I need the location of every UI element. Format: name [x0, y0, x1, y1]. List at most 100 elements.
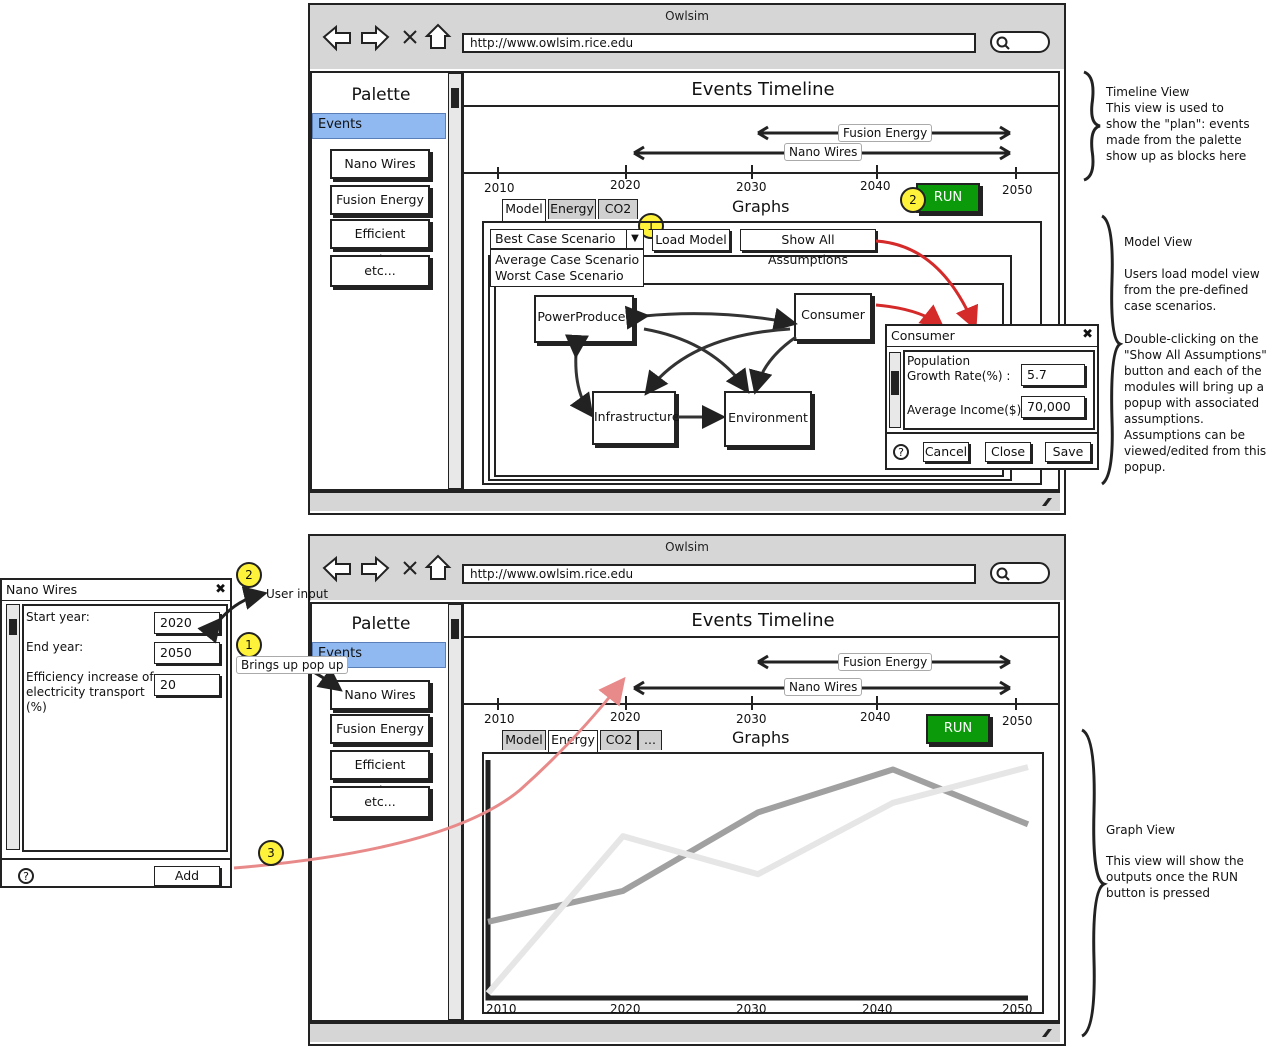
forward-icon[interactable] — [360, 555, 392, 584]
node-environment[interactable]: Environment — [724, 391, 812, 447]
cancel-button[interactable]: Cancel — [923, 442, 969, 462]
graphs-title: Graphs — [732, 197, 790, 216]
scenario-dropdown[interactable]: Best Case Scenario ▼ — [490, 229, 644, 249]
node-consumer[interactable]: Consumer — [794, 293, 872, 341]
popup-scrollbar[interactable] — [6, 604, 20, 850]
popup-fields-frame — [903, 350, 1095, 430]
note-graph-view-title: Graph View — [1106, 823, 1176, 837]
palette-item-etc[interactable]: etc... — [330, 255, 430, 287]
tab-co2[interactable]: CO2 — [598, 199, 638, 219]
forward-icon[interactable] — [360, 24, 392, 53]
resize-grip-icon[interactable] — [1040, 1027, 1054, 1039]
tab-model[interactable]: Model — [502, 199, 546, 221]
help-icon[interactable]: ? — [18, 868, 34, 884]
tab-more[interactable]: ... — [638, 730, 662, 750]
population-growth-input[interactable]: 5.7 — [1021, 364, 1085, 386]
scenario-option-average[interactable]: Average Case Scenario — [495, 252, 640, 267]
resize-grip-icon[interactable] — [1040, 496, 1054, 508]
palette-scrollbar[interactable] — [448, 604, 462, 1020]
scenario-options: Average Case Scenario Worst Case Scenari… — [490, 249, 644, 287]
efficiency-label: Efficiency increase of electricity trans… — [26, 670, 154, 714]
timeline-title: Events Timeline — [691, 610, 835, 631]
palette-pane: Palette Events Nano Wires Fusion Energy … — [310, 602, 462, 1022]
timeline-divider — [464, 636, 1058, 638]
scenario-option-worst[interactable]: Worst Case Scenario — [495, 268, 624, 283]
palette-item-nano-wires[interactable]: Nano Wires — [330, 680, 430, 710]
note-model-view-title: Model View — [1124, 235, 1193, 249]
run-button[interactable]: RUN — [926, 714, 990, 744]
tab-energy[interactable]: Energy — [548, 199, 596, 219]
palette-item-fusion-energy[interactable]: Fusion Energy — [330, 185, 430, 215]
popup-divider — [887, 432, 1097, 434]
palette-item-nano-wires[interactable]: Nano Wires — [330, 149, 430, 179]
add-button[interactable]: Add — [154, 866, 220, 886]
average-income-input[interactable]: 70,000 — [1021, 396, 1085, 418]
stop-icon[interactable] — [402, 29, 418, 45]
close-button[interactable]: Close — [985, 442, 1031, 462]
callout-badge: 2 — [900, 187, 926, 213]
callout-user-input: User input — [266, 587, 329, 601]
consumer-popup: Consumer ✖ Population Growth Rate(%) : 5… — [885, 324, 1099, 470]
chart-x-tick: 2030 — [736, 1002, 767, 1016]
load-model-button[interactable]: Load Model — [652, 229, 730, 251]
save-button[interactable]: Save — [1045, 442, 1091, 462]
scroll-thumb[interactable] — [9, 619, 17, 635]
popup-divider — [2, 858, 230, 860]
chart-x-tick: 2040 — [862, 1002, 893, 1016]
status-bar — [310, 491, 1060, 511]
timeline-divider — [464, 105, 1058, 107]
chart-series-line-1 — [487, 766, 1030, 925]
efficiency-input[interactable]: 20 — [154, 674, 220, 696]
back-icon[interactable] — [322, 555, 354, 584]
palette-pane: Palette Events Nano Wires Fusion Energy … — [310, 71, 462, 491]
back-icon[interactable] — [322, 24, 354, 53]
run-button[interactable]: RUN — [916, 183, 980, 213]
url-input[interactable]: http://www.owlsim.rice.edu — [462, 33, 976, 53]
titlebar: Owlsim http://www.owlsim.rice.edu — [310, 5, 1064, 69]
tick-label: 2030 — [736, 180, 767, 194]
chevron-down-icon[interactable]: ▼ — [626, 230, 643, 248]
end-year-input[interactable]: 2050 — [154, 642, 220, 664]
tick-label: 2050 — [1002, 183, 1033, 197]
stop-icon[interactable] — [402, 560, 418, 576]
home-icon[interactable] — [424, 554, 452, 582]
show-all-assumptions-button[interactable]: Show All Assumptions — [740, 229, 876, 267]
tick-label: 2010 — [484, 712, 515, 726]
note-model-view-p2: Double-clicking on the "Show All Assumpt… — [1124, 332, 1267, 474]
note-model-view-p1: Users load model view from the pre-defin… — [1124, 267, 1260, 313]
timeline-bar-label: Fusion Energy — [838, 124, 933, 142]
tick-label: 2020 — [610, 178, 641, 192]
palette-item-fusion-energy[interactable]: Fusion Energy — [330, 714, 430, 744]
palette-scrollbar[interactable] — [448, 73, 462, 489]
tick-label: 2030 — [736, 712, 767, 726]
home-icon[interactable] — [424, 23, 452, 51]
scenario-selected: Best Case Scenario — [495, 231, 616, 246]
help-icon[interactable]: ? — [893, 444, 909, 460]
search-field[interactable] — [990, 562, 1050, 584]
chart-series-line-2 — [485, 764, 1029, 996]
scroll-thumb[interactable] — [451, 619, 459, 639]
popup-fields-frame — [22, 604, 228, 852]
window-title: Owlsim — [665, 540, 709, 554]
popup-scrollbar[interactable] — [889, 352, 901, 428]
search-field[interactable] — [990, 31, 1050, 53]
palette-title: Palette — [351, 85, 411, 105]
chart-axes — [485, 760, 1028, 1001]
search-icon — [996, 567, 1010, 581]
scroll-thumb[interactable] — [891, 371, 899, 395]
timeline-bar-label: Nano Wires — [784, 678, 863, 696]
tab-model[interactable]: Model — [502, 730, 546, 750]
node-power-producer[interactable]: PowerProducer — [534, 295, 634, 343]
palette-category-events[interactable]: Events — [312, 113, 446, 139]
timeline-title: Events Timeline — [691, 79, 835, 100]
browser-window-bottom: Owlsim http://www.owlsim.rice.edu Palett… — [308, 534, 1066, 1046]
url-input[interactable]: http://www.owlsim.rice.edu — [462, 564, 976, 584]
graph-frame — [482, 752, 1044, 1014]
model-connectors — [564, 239, 978, 429]
node-infrastructure[interactable]: Infrastructure — [592, 391, 680, 445]
scroll-thumb[interactable] — [451, 88, 459, 108]
average-income-label: Average Income($) — [907, 403, 1022, 417]
tab-co2[interactable]: CO2 — [600, 730, 638, 750]
palette-item-etc[interactable]: etc... — [330, 786, 430, 818]
close-icon[interactable]: ✖ — [1082, 327, 1093, 342]
